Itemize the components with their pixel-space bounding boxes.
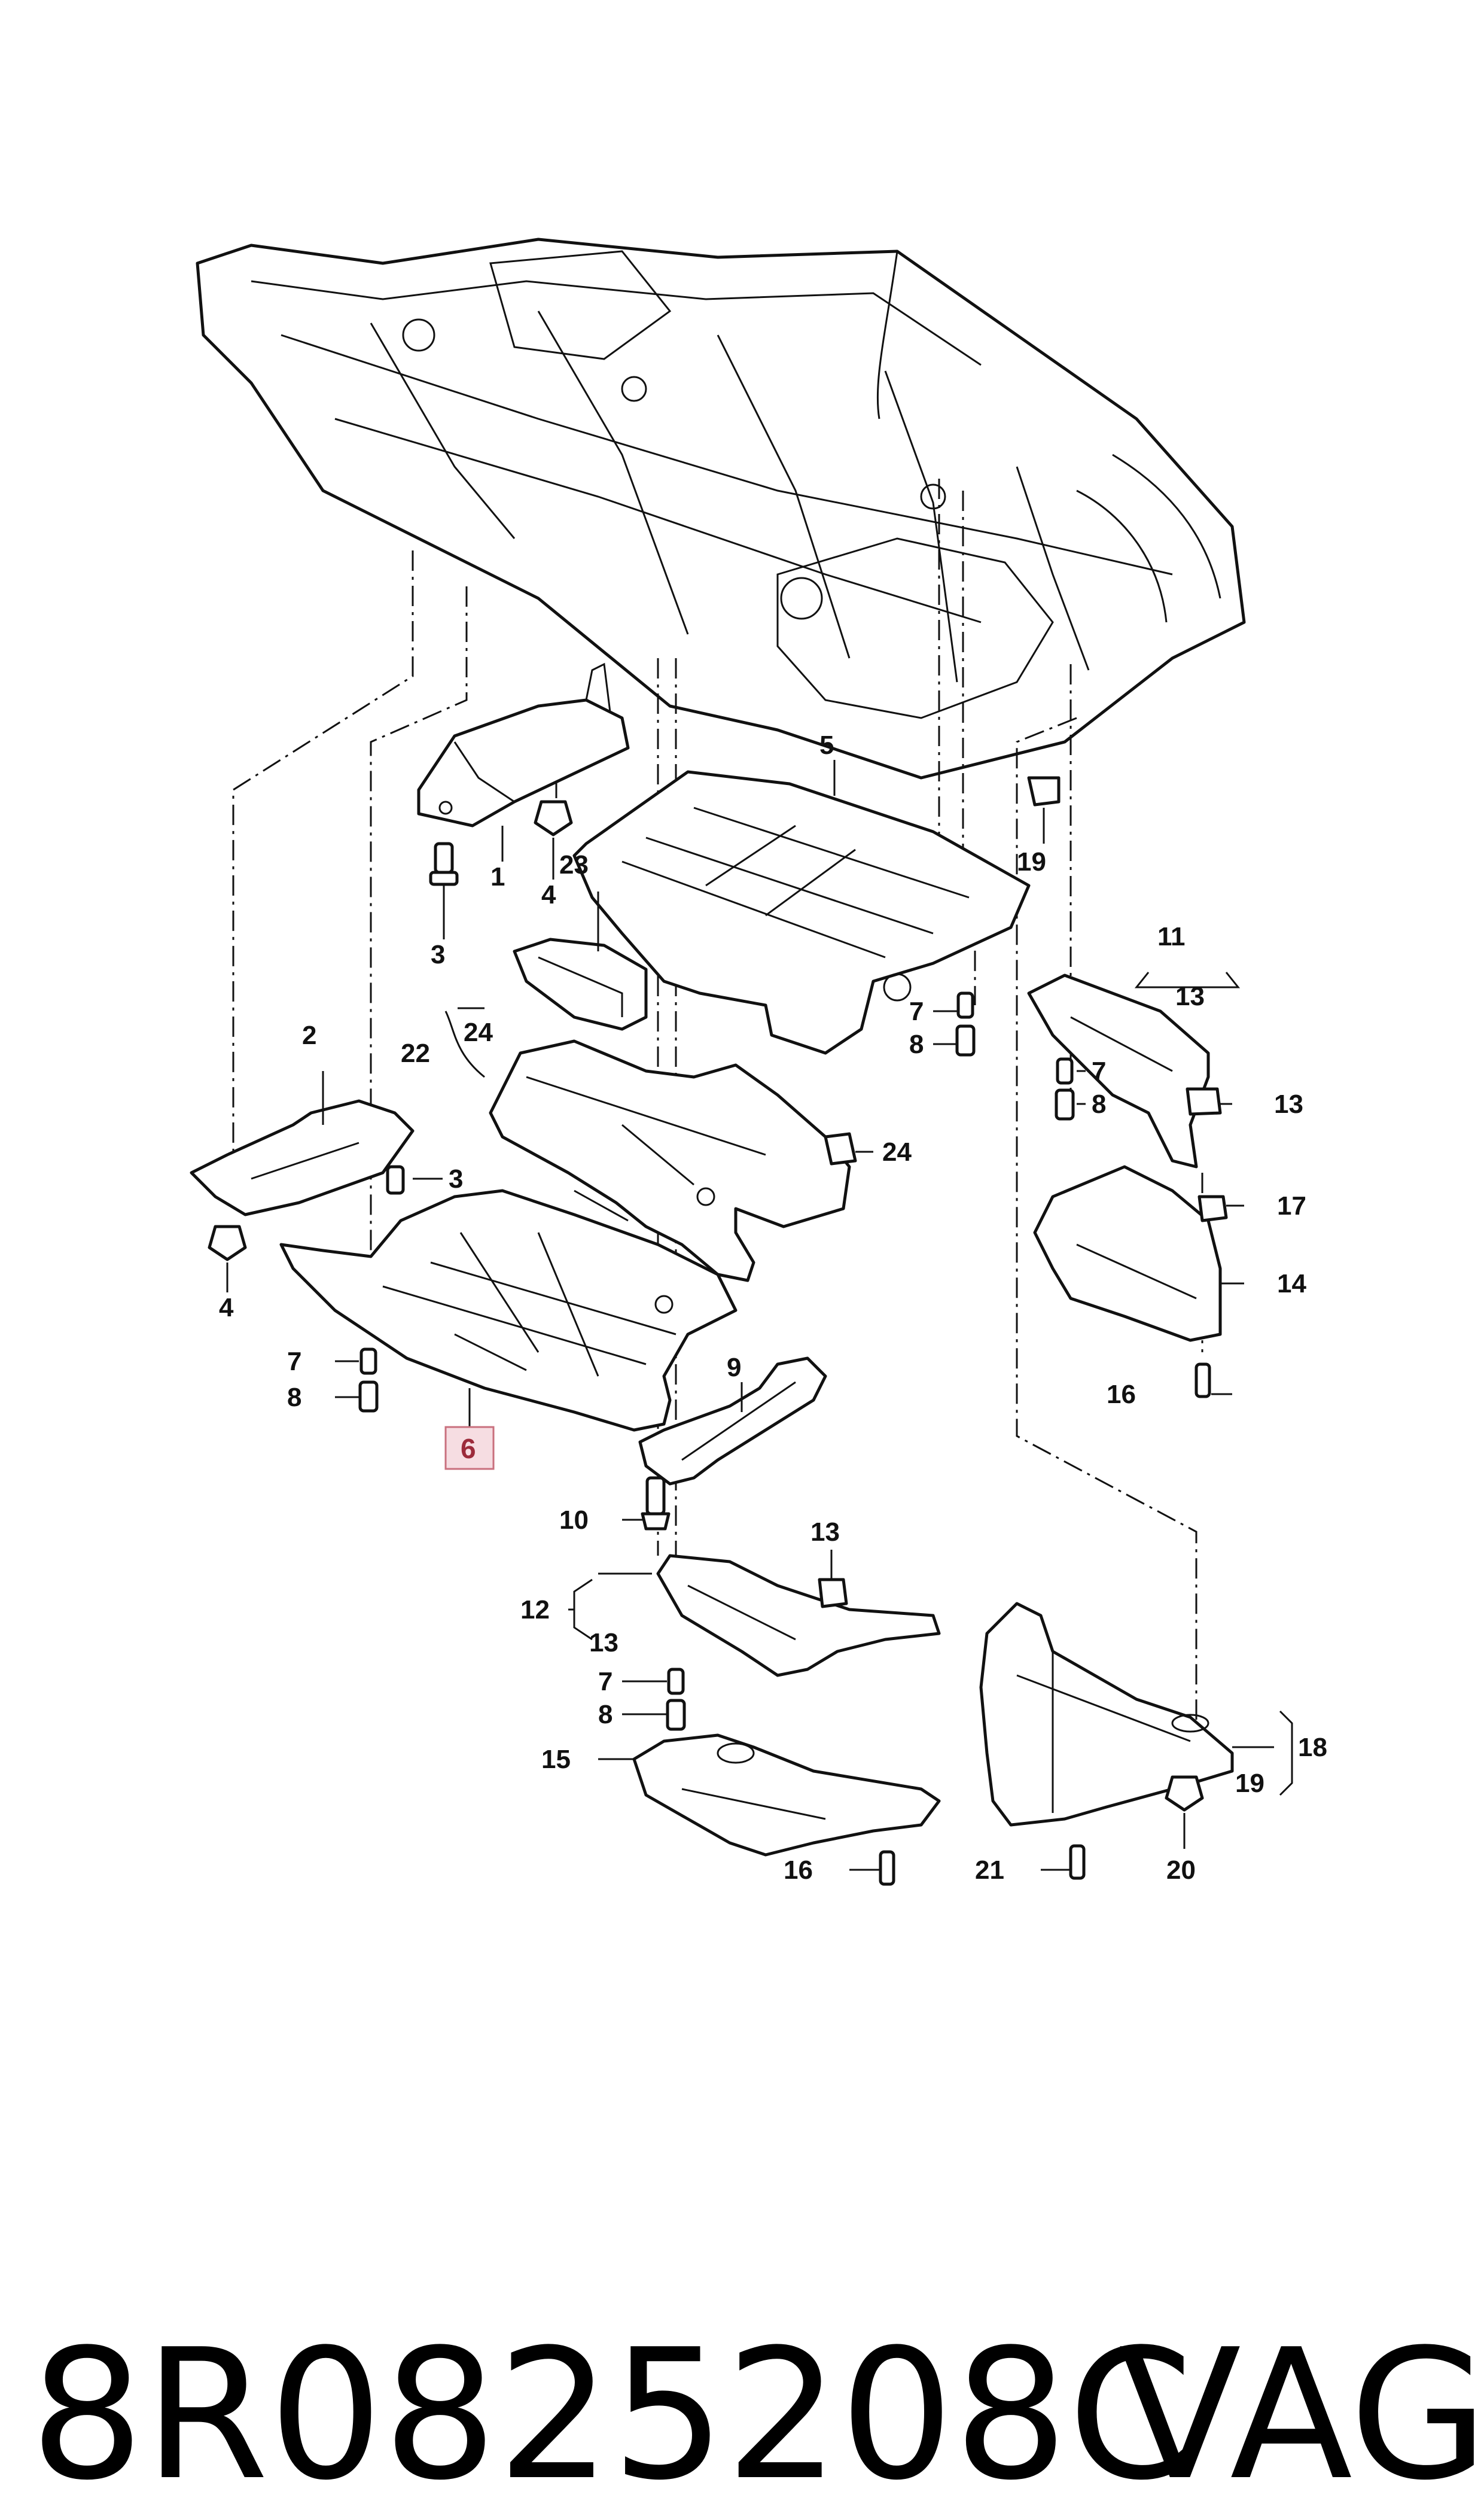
callout-5: 5 — [819, 731, 834, 760]
part-24-clip-center[interactable] — [824, 1132, 857, 1166]
part-19-clip-upper[interactable] — [1027, 776, 1061, 807]
part-17-clip[interactable] — [1197, 1195, 1228, 1222]
callout-labels: 1 2 3 3 4 4 5 6 7 7 7 7 8 8 8 8 9 10 11 … — [219, 731, 1327, 1885]
part-9-bracket[interactable] — [638, 1356, 827, 1486]
callout-24-right: 24 — [882, 1137, 912, 1167]
part-16-screw-right[interactable] — [1194, 1362, 1211, 1398]
callout-17: 17 — [1277, 1191, 1306, 1221]
part-3-bolt-upper[interactable] — [429, 842, 459, 886]
part-15-lower-bracket[interactable] — [632, 1733, 941, 1857]
callout-16-lower: 16 — [784, 1855, 813, 1885]
part-8-bolt-center[interactable] — [955, 1024, 976, 1057]
callout-3-lower: 3 — [449, 1164, 463, 1194]
part-22-center-shield[interactable] — [489, 1039, 851, 1282]
callout-8-lower: 8 — [598, 1700, 613, 1729]
callout-12: 12 — [520, 1595, 550, 1624]
leader-lines — [226, 760, 1293, 1871]
callout-7-right: 7 — [1092, 1057, 1106, 1086]
callout-15: 15 — [541, 1745, 571, 1774]
part-16-screw-lower[interactable] — [879, 1850, 895, 1886]
part-3-bolt-lower[interactable] — [386, 1165, 405, 1195]
callout-8-left: 8 — [287, 1383, 301, 1412]
part-7-bolt-center[interactable] — [956, 991, 974, 1019]
part-8-bolt-lower[interactable] — [666, 1699, 686, 1731]
callout-6: 6 — [461, 1433, 476, 1464]
callout-19-upper: 19 — [1017, 847, 1046, 877]
part-13-clip-right[interactable] — [1186, 1087, 1222, 1116]
brand-name: VAG — [1119, 2311, 1484, 2519]
part-12-long-bar[interactable] — [656, 1554, 941, 1677]
callout-2: 2 — [302, 1021, 316, 1050]
callout-7-center: 7 — [909, 997, 924, 1026]
callout-19-lower: 19 — [1235, 1769, 1264, 1798]
part-21-screw[interactable] — [1069, 1844, 1086, 1880]
callout-6-box — [444, 1426, 495, 1470]
part-7-bolt-lower[interactable] — [667, 1668, 685, 1695]
callout-13-upper-right: 13 — [1175, 982, 1205, 1011]
vehicle-underbody — [196, 238, 1246, 780]
callout-23: 23 — [559, 850, 589, 880]
part-8-bolt-right[interactable] — [1055, 1088, 1075, 1121]
callout-4-upper: 4 — [541, 880, 556, 909]
part-14-rear-shield[interactable] — [1033, 1165, 1222, 1342]
callout-18: 18 — [1298, 1733, 1327, 1762]
callout-13-center: 13 — [810, 1517, 840, 1547]
callout-8-right: 8 — [1092, 1090, 1106, 1119]
callout-24-left: 24 — [464, 1018, 493, 1047]
callout-4-lower: 4 — [219, 1293, 234, 1322]
callout-1: 1 — [490, 862, 505, 892]
callout-10: 10 — [559, 1505, 589, 1535]
callout-7-lower: 7 — [598, 1667, 613, 1696]
part-7-bolt-left[interactable] — [359, 1347, 377, 1375]
part-4-nut-upper[interactable] — [534, 800, 573, 836]
callout-9: 9 — [727, 1353, 741, 1382]
callout-13-right: 13 — [1274, 1090, 1303, 1119]
part-number: 8R0825208C — [30, 2311, 1193, 2519]
part-13-clip-center[interactable] — [818, 1578, 848, 1608]
callout-22: 22 — [401, 1039, 430, 1068]
callout-21: 21 — [975, 1855, 1004, 1885]
part-7-bolt-right[interactable] — [1056, 1057, 1074, 1085]
part-11-right-shield[interactable] — [1027, 973, 1210, 1169]
callout-16-right: 16 — [1107, 1380, 1136, 1409]
part-4-nut-lower[interactable] — [208, 1225, 247, 1261]
part-8-bolt-left[interactable] — [358, 1380, 379, 1413]
part-2-left-shield[interactable] — [190, 1099, 415, 1216]
callout-20: 20 — [1166, 1855, 1196, 1885]
part-10-bolt[interactable] — [641, 1476, 671, 1531]
part-5-large-shield[interactable] — [572, 770, 1031, 1055]
callout-7-left: 7 — [287, 1347, 301, 1376]
part-1-shield[interactable] — [417, 662, 630, 828]
part-6-main-shield[interactable] — [279, 1189, 738, 1432]
callout-8-center: 8 — [909, 1030, 924, 1059]
callout-13-lower: 13 — [589, 1628, 618, 1657]
callout-14: 14 — [1277, 1269, 1306, 1298]
callout-3-upper: 3 — [431, 940, 445, 969]
part-18-rear-cover[interactable] — [979, 1602, 1234, 1827]
part-23-grille[interactable] — [513, 938, 648, 1031]
callout-11: 11 — [1157, 922, 1186, 951]
part-20-nut[interactable] — [1165, 1775, 1204, 1812]
